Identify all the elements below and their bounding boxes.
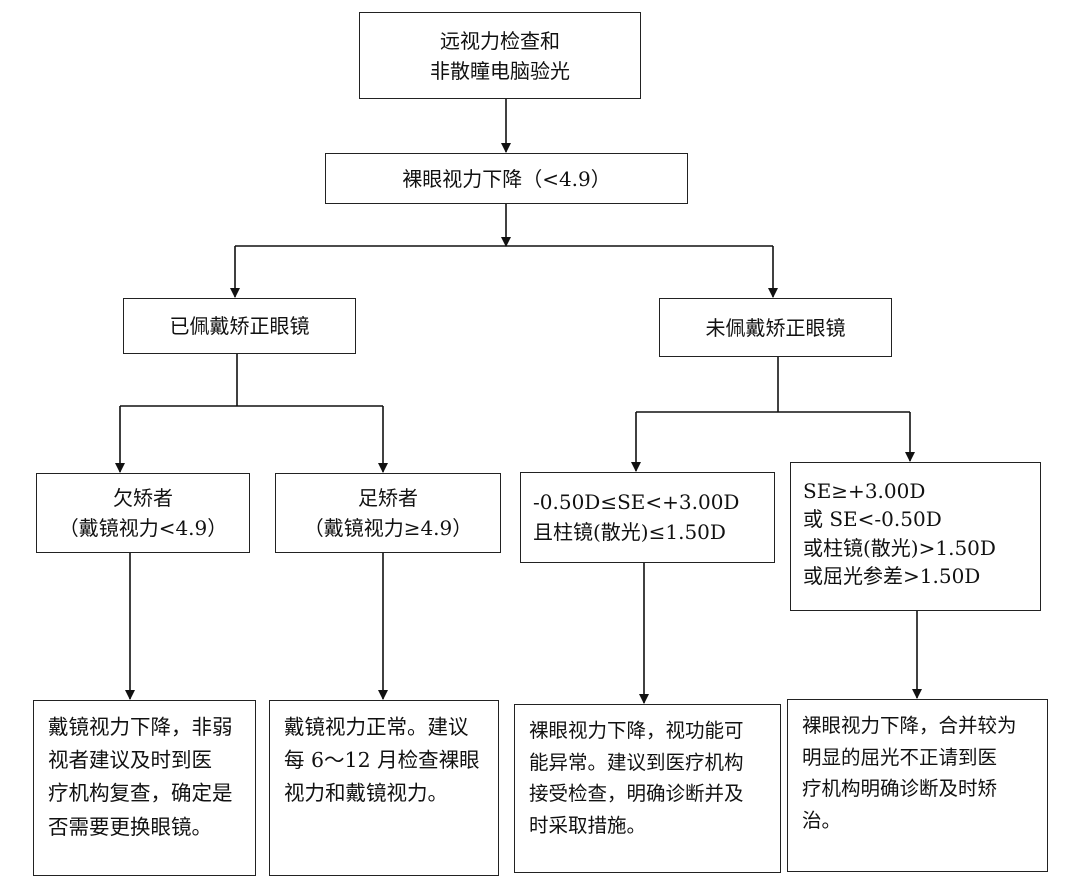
advice-under-corrected-line-3: 疗机构复查，确定是 xyxy=(48,781,233,806)
advice-under-corrected-line-1: 戴镜视力下降，非弱 xyxy=(48,715,233,739)
high-refraction-box: SE≥+3.00D 或 SE<-0.50D 或柱镜(散光)>1.50D 或屈光参… xyxy=(790,462,1041,611)
right-branch-box: 未佩戴矫正眼镜 xyxy=(659,298,892,357)
high-refraction-line-1: SE≥+3.00D xyxy=(803,479,926,503)
advice-low-refraction-line-1: 裸眼视力下降，视功能可 xyxy=(529,719,744,742)
right-branch-label: 未佩戴矫正眼镜 xyxy=(705,315,846,340)
high-refraction-line-2: 或 SE<-0.50D xyxy=(803,507,942,532)
advice-low-refraction-line-2: 能异常。建议到医疗机构 xyxy=(529,750,744,774)
advice-low-refraction-box: 裸眼视力下降，视功能可 能异常。建议到医疗机构 接受检查，明确诊断并及 时采取措… xyxy=(514,704,781,873)
high-refraction-line-4: 或屈光参差>1.50D xyxy=(803,564,981,589)
low-refraction-line-2: 且柱镜(散光)≤1.50D xyxy=(533,520,726,544)
under-corrected-box: 欠矫者 （戴镜视力<4.9） xyxy=(36,473,250,553)
root-line-2: 非散瞳电脑验光 xyxy=(430,58,570,83)
advice-high-refraction-line-3: 疗机构明确诊断及时矫 xyxy=(802,777,998,801)
low-refraction-box: -0.50D≤SE<+3.00D 且柱镜(散光)≤1.50D xyxy=(520,472,775,563)
fully-corrected-line-2: （戴镜视力≥4.9） xyxy=(303,516,473,540)
advice-high-refraction-line-4: 治。 xyxy=(802,808,842,832)
advice-fully-corrected-line-2: 每 6～12 月检查裸眼 xyxy=(284,748,480,773)
advice-under-corrected-line-4: 否需要更换眼镜。 xyxy=(48,814,212,839)
advice-fully-corrected-box: 戴镜视力正常。建议 每 6～12 月检查裸眼 视力和戴镜视力。 xyxy=(269,700,499,876)
level1-box: 裸眼视力下降（<4.9） xyxy=(325,153,688,204)
fully-corrected-box: 足矫者 （戴镜视力≥4.9） xyxy=(275,473,501,553)
advice-under-corrected-box: 戴镜视力下降，非弱 视者建议及时到医 疗机构复查，确定是 否需要更换眼镜。 xyxy=(33,700,256,876)
advice-fully-corrected-line-1: 戴镜视力正常。建议 xyxy=(284,715,469,739)
root-line-1: 远视力检查和 xyxy=(440,28,560,53)
fully-corrected-line-1: 足矫者 xyxy=(358,486,418,510)
advice-high-refraction-line-2: 明显的屈光不正请到医 xyxy=(802,745,998,769)
advice-under-corrected-line-2: 视者建议及时到医 xyxy=(48,748,212,773)
left-branch-label: 已佩戴矫正眼镜 xyxy=(169,314,310,338)
under-corrected-line-1: 欠矫者 xyxy=(113,486,173,510)
left-branch-box: 已佩戴矫正眼镜 xyxy=(123,298,356,354)
high-refraction-line-3: 或柱镜(散光)>1.50D xyxy=(803,535,996,560)
low-refraction-line-1: -0.50D≤SE<+3.00D xyxy=(533,490,740,514)
level1-label: 裸眼视力下降（<4.9） xyxy=(402,166,611,191)
under-corrected-line-2: （戴镜视力<4.9） xyxy=(58,516,228,540)
root-box: 远视力检查和 非散瞳电脑验光 xyxy=(359,12,641,99)
advice-high-refraction-box: 裸眼视力下降，合并较为 明显的屈光不正请到医 疗机构明确诊断及时矫 治。 xyxy=(787,699,1048,872)
advice-high-refraction-line-1: 裸眼视力下降，合并较为 xyxy=(802,714,1017,737)
advice-fully-corrected-line-3: 视力和戴镜视力。 xyxy=(284,781,448,806)
advice-low-refraction-line-3: 接受检查，明确诊断并及 xyxy=(529,782,744,806)
advice-low-refraction-line-4: 时采取措施。 xyxy=(529,813,647,837)
